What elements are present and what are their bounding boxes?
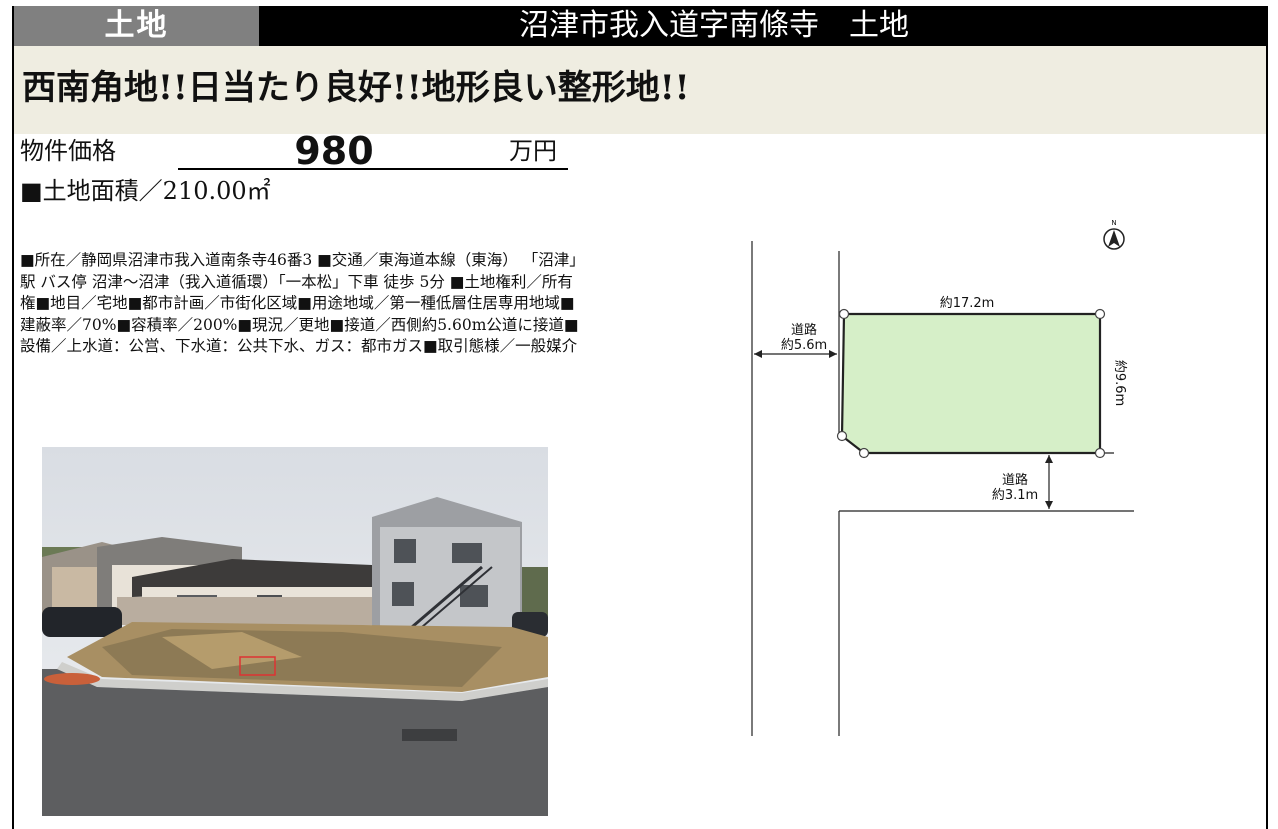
category-tag: 土地 — [14, 6, 259, 46]
property-photo — [42, 447, 548, 816]
catchphrase-band — [14, 46, 1266, 134]
price-value: 980 — [294, 129, 374, 173]
west-road-width: 約5.6m — [781, 338, 827, 353]
west-road-label: 道路 — [791, 322, 817, 338]
lot-depth-label: 約9.6m — [1112, 360, 1127, 406]
north-arrow-icon — [1103, 228, 1125, 250]
lot-plan-diagram: 約17.2m 約9.6m 道路 約5.6m 道路 約3.1m N — [734, 206, 1154, 741]
price-label: 物件価格 — [20, 137, 116, 165]
price-unit: 万円 — [509, 137, 557, 165]
lot-corner-marker — [836, 430, 848, 442]
lot-corner-marker — [838, 308, 850, 320]
lot-width-label: 約17.2m — [940, 296, 995, 311]
lot-corner-marker — [1094, 447, 1106, 459]
land-area: ■土地面積／210.00㎡ — [20, 177, 271, 205]
south-road-width: 約3.1m — [992, 488, 1038, 503]
property-flyer: 土地 沼津市我入道字南條寺 土地 西南角地!!日当たり良好!!地形良い整形地!!… — [12, 6, 1268, 829]
catchphrase: 西南角地!!日当たり良好!!地形良い整形地!! — [22, 68, 690, 108]
south-road-label: 道路 — [1002, 472, 1028, 488]
north-mark: N — [1111, 219, 1116, 227]
property-name: 沼津市我入道字南條寺 土地 — [519, 8, 909, 43]
property-description: ■所在／静岡県沼津市我入道南条寺46番3 ■交通／東海道本線（東海） 「沼津」駅… — [20, 251, 585, 355]
price-underline — [178, 168, 568, 170]
lot-corner-marker — [1094, 308, 1106, 320]
lot-corner-marker — [858, 447, 870, 459]
lot-outline — [840, 312, 1102, 455]
